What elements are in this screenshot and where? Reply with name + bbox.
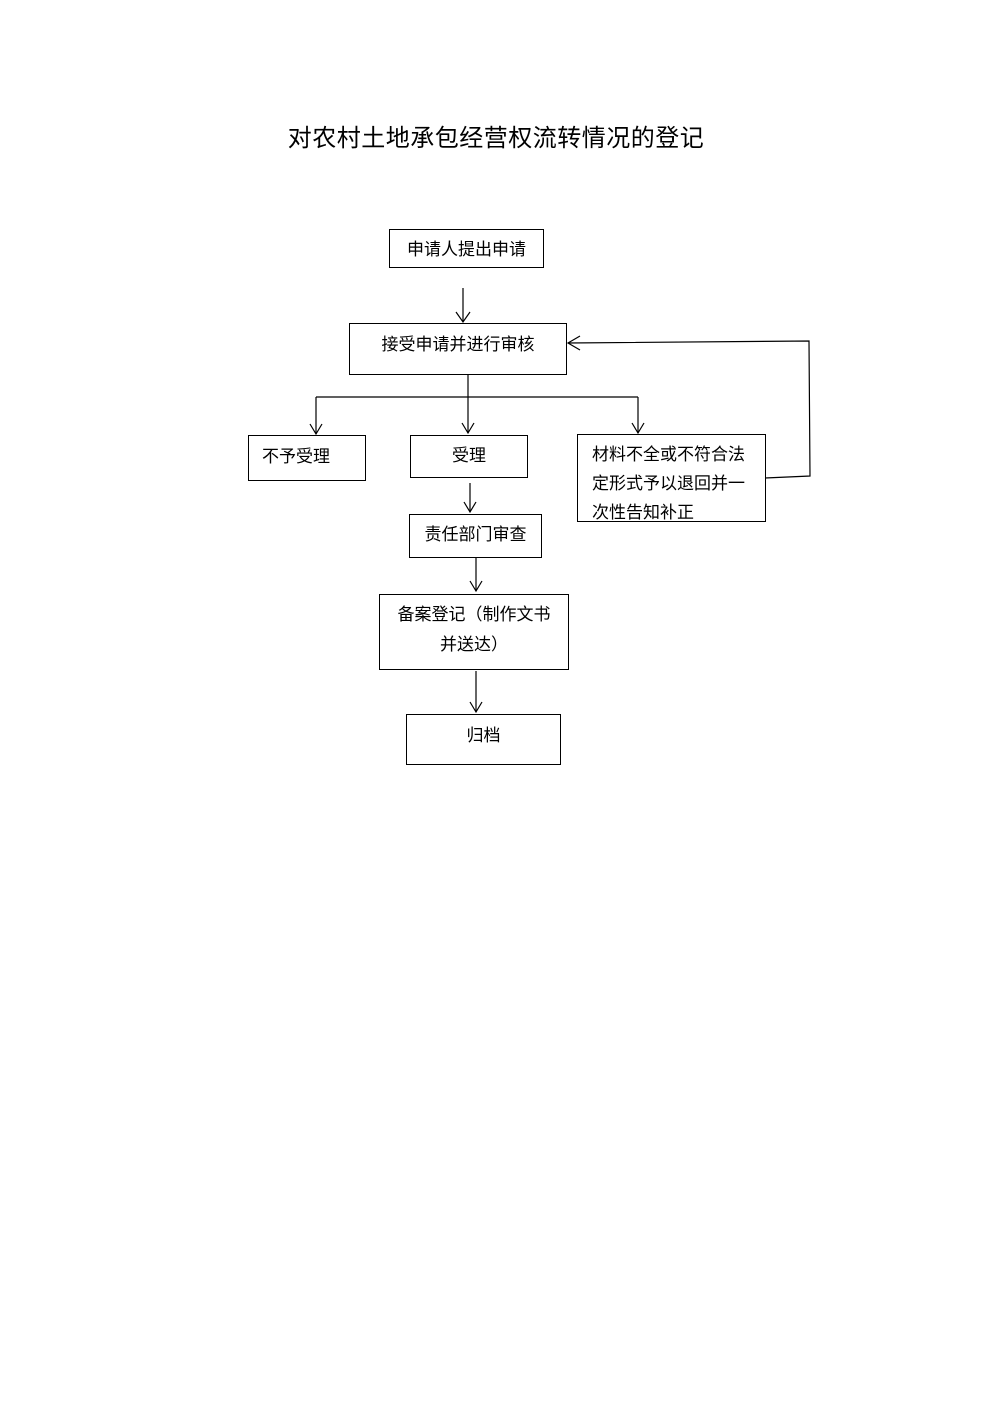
node-accept-review: 接受申请并进行审核 [349, 323, 567, 375]
arrowhead [455, 311, 471, 324]
arrowhead [469, 580, 483, 593]
node-apply-label: 申请人提出申请 [407, 240, 526, 260]
arrowhead [309, 423, 323, 436]
node-incomplete-label: 材料不全或不符合法定形式予以退回并一次性告知补正 [592, 445, 745, 522]
node-apply: 申请人提出申请 [389, 229, 544, 268]
node-record: 备案登记（制作文书 并送达） [379, 594, 569, 670]
page-title: 对农村土地承包经营权流转情况的登记 [287, 124, 705, 152]
node-record-line1: 备案登记（制作文书 [397, 605, 551, 625]
node-record-line2: 并送达） [440, 635, 508, 655]
arrowhead [566, 335, 581, 351]
node-accept: 受理 [410, 435, 528, 478]
node-archive-label: 归档 [466, 726, 501, 746]
arrowhead [463, 501, 477, 514]
node-accept-review-label: 接受申请并进行审核 [381, 335, 535, 355]
arrowhead [469, 701, 483, 714]
node-archive: 归档 [406, 714, 561, 765]
node-reject: 不予受理 [248, 435, 366, 481]
arrowhead [631, 422, 645, 435]
node-reject-label: 不予受理 [262, 447, 330, 467]
node-incomplete: 材料不全或不符合法定形式予以退回并一次性告知补正 [577, 434, 766, 522]
node-dept-review-label: 责任部门审查 [424, 525, 527, 545]
connector-feedback-loop [567, 340, 811, 479]
node-accept-label: 受理 [452, 446, 486, 466]
arrowhead [461, 422, 475, 435]
node-dept-review: 责任部门审查 [409, 514, 542, 558]
